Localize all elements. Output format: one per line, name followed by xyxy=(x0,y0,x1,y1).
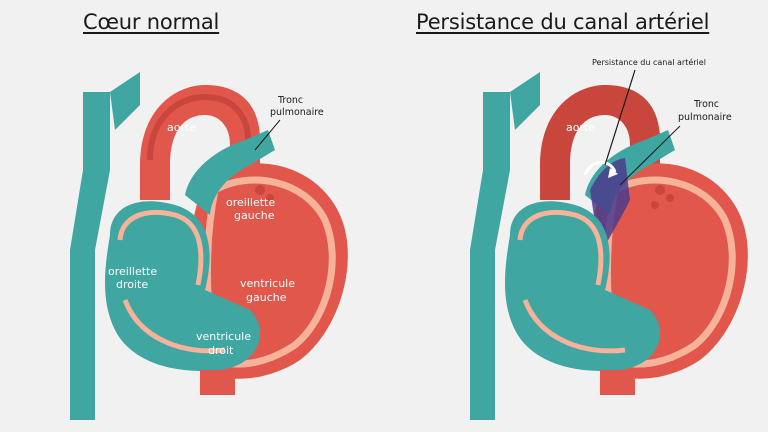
label-vd-1: ventricule xyxy=(196,330,251,343)
label-od-1: oreillette xyxy=(108,265,157,278)
label-tronc-left-2: pulmonaire xyxy=(270,107,324,118)
label-od-2: droite xyxy=(116,278,148,291)
pda-heart-illustration xyxy=(470,72,748,420)
label-og-2: gauche xyxy=(234,209,275,222)
label-vg-1: ventricule xyxy=(240,277,295,290)
label-tronc-left-1: Tronc xyxy=(277,95,303,106)
label-tronc-right-2: pulmonaire xyxy=(678,112,732,123)
label-tronc-right-1: Tronc xyxy=(693,99,719,110)
label-vd-2: droit xyxy=(208,344,234,357)
normal-heart-illustration xyxy=(70,72,348,420)
label-aorte-left: aorte xyxy=(167,121,196,134)
label-pca: Persistance du canal artériel xyxy=(592,57,706,67)
label-og-1: oreillette xyxy=(226,196,275,209)
label-vg-2: gauche xyxy=(246,291,287,304)
label-aorte-right: aorte xyxy=(566,121,595,134)
